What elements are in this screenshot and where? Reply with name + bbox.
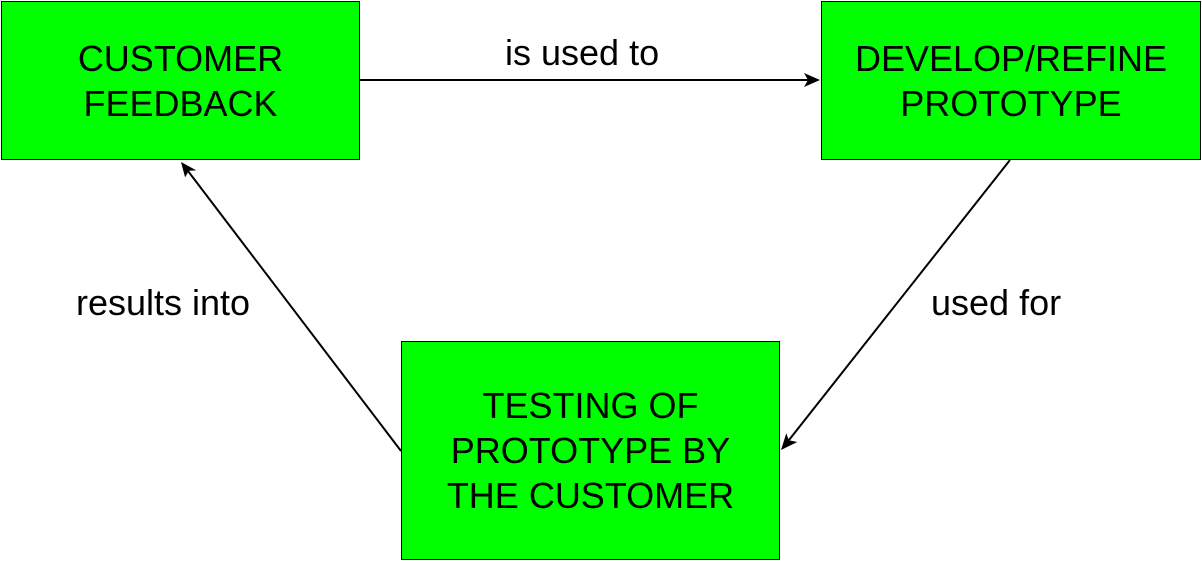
arrowhead-feedback: [181, 162, 197, 178]
node-testing-of-prototype: TESTING OF PROTOTYPE BY THE CUSTOMER: [401, 341, 780, 560]
node-label-line: THE CUSTOMER: [446, 475, 735, 516]
arrowhead-develop: [804, 73, 820, 87]
node-label-line: CUSTOMER: [77, 37, 284, 79]
node-label-line: PROTOTYPE BY: [450, 430, 731, 471]
node-label-line: PROTOTYPE: [900, 82, 1122, 124]
edge-label-used-for: used for: [931, 282, 1062, 323]
node-label-line: TESTING OF: [482, 385, 699, 426]
node-label-line: DEVELOP/REFINE: [854, 37, 1168, 79]
edge-develop-to-testing: [788, 159, 1011, 441]
edge-label-is-used-to: is used to: [505, 32, 660, 73]
node-customer-feedback: CUSTOMER FEEDBACK: [1, 1, 360, 160]
edge-testing-to-feedback: [187, 170, 402, 452]
node-develop-refine-prototype: DEVELOP/REFINE PROTOTYPE: [821, 1, 1201, 160]
node-label-line: FEEDBACK: [83, 82, 278, 124]
edge-label-results-into: results into: [76, 282, 251, 323]
arrowhead-testing: [781, 433, 798, 450]
